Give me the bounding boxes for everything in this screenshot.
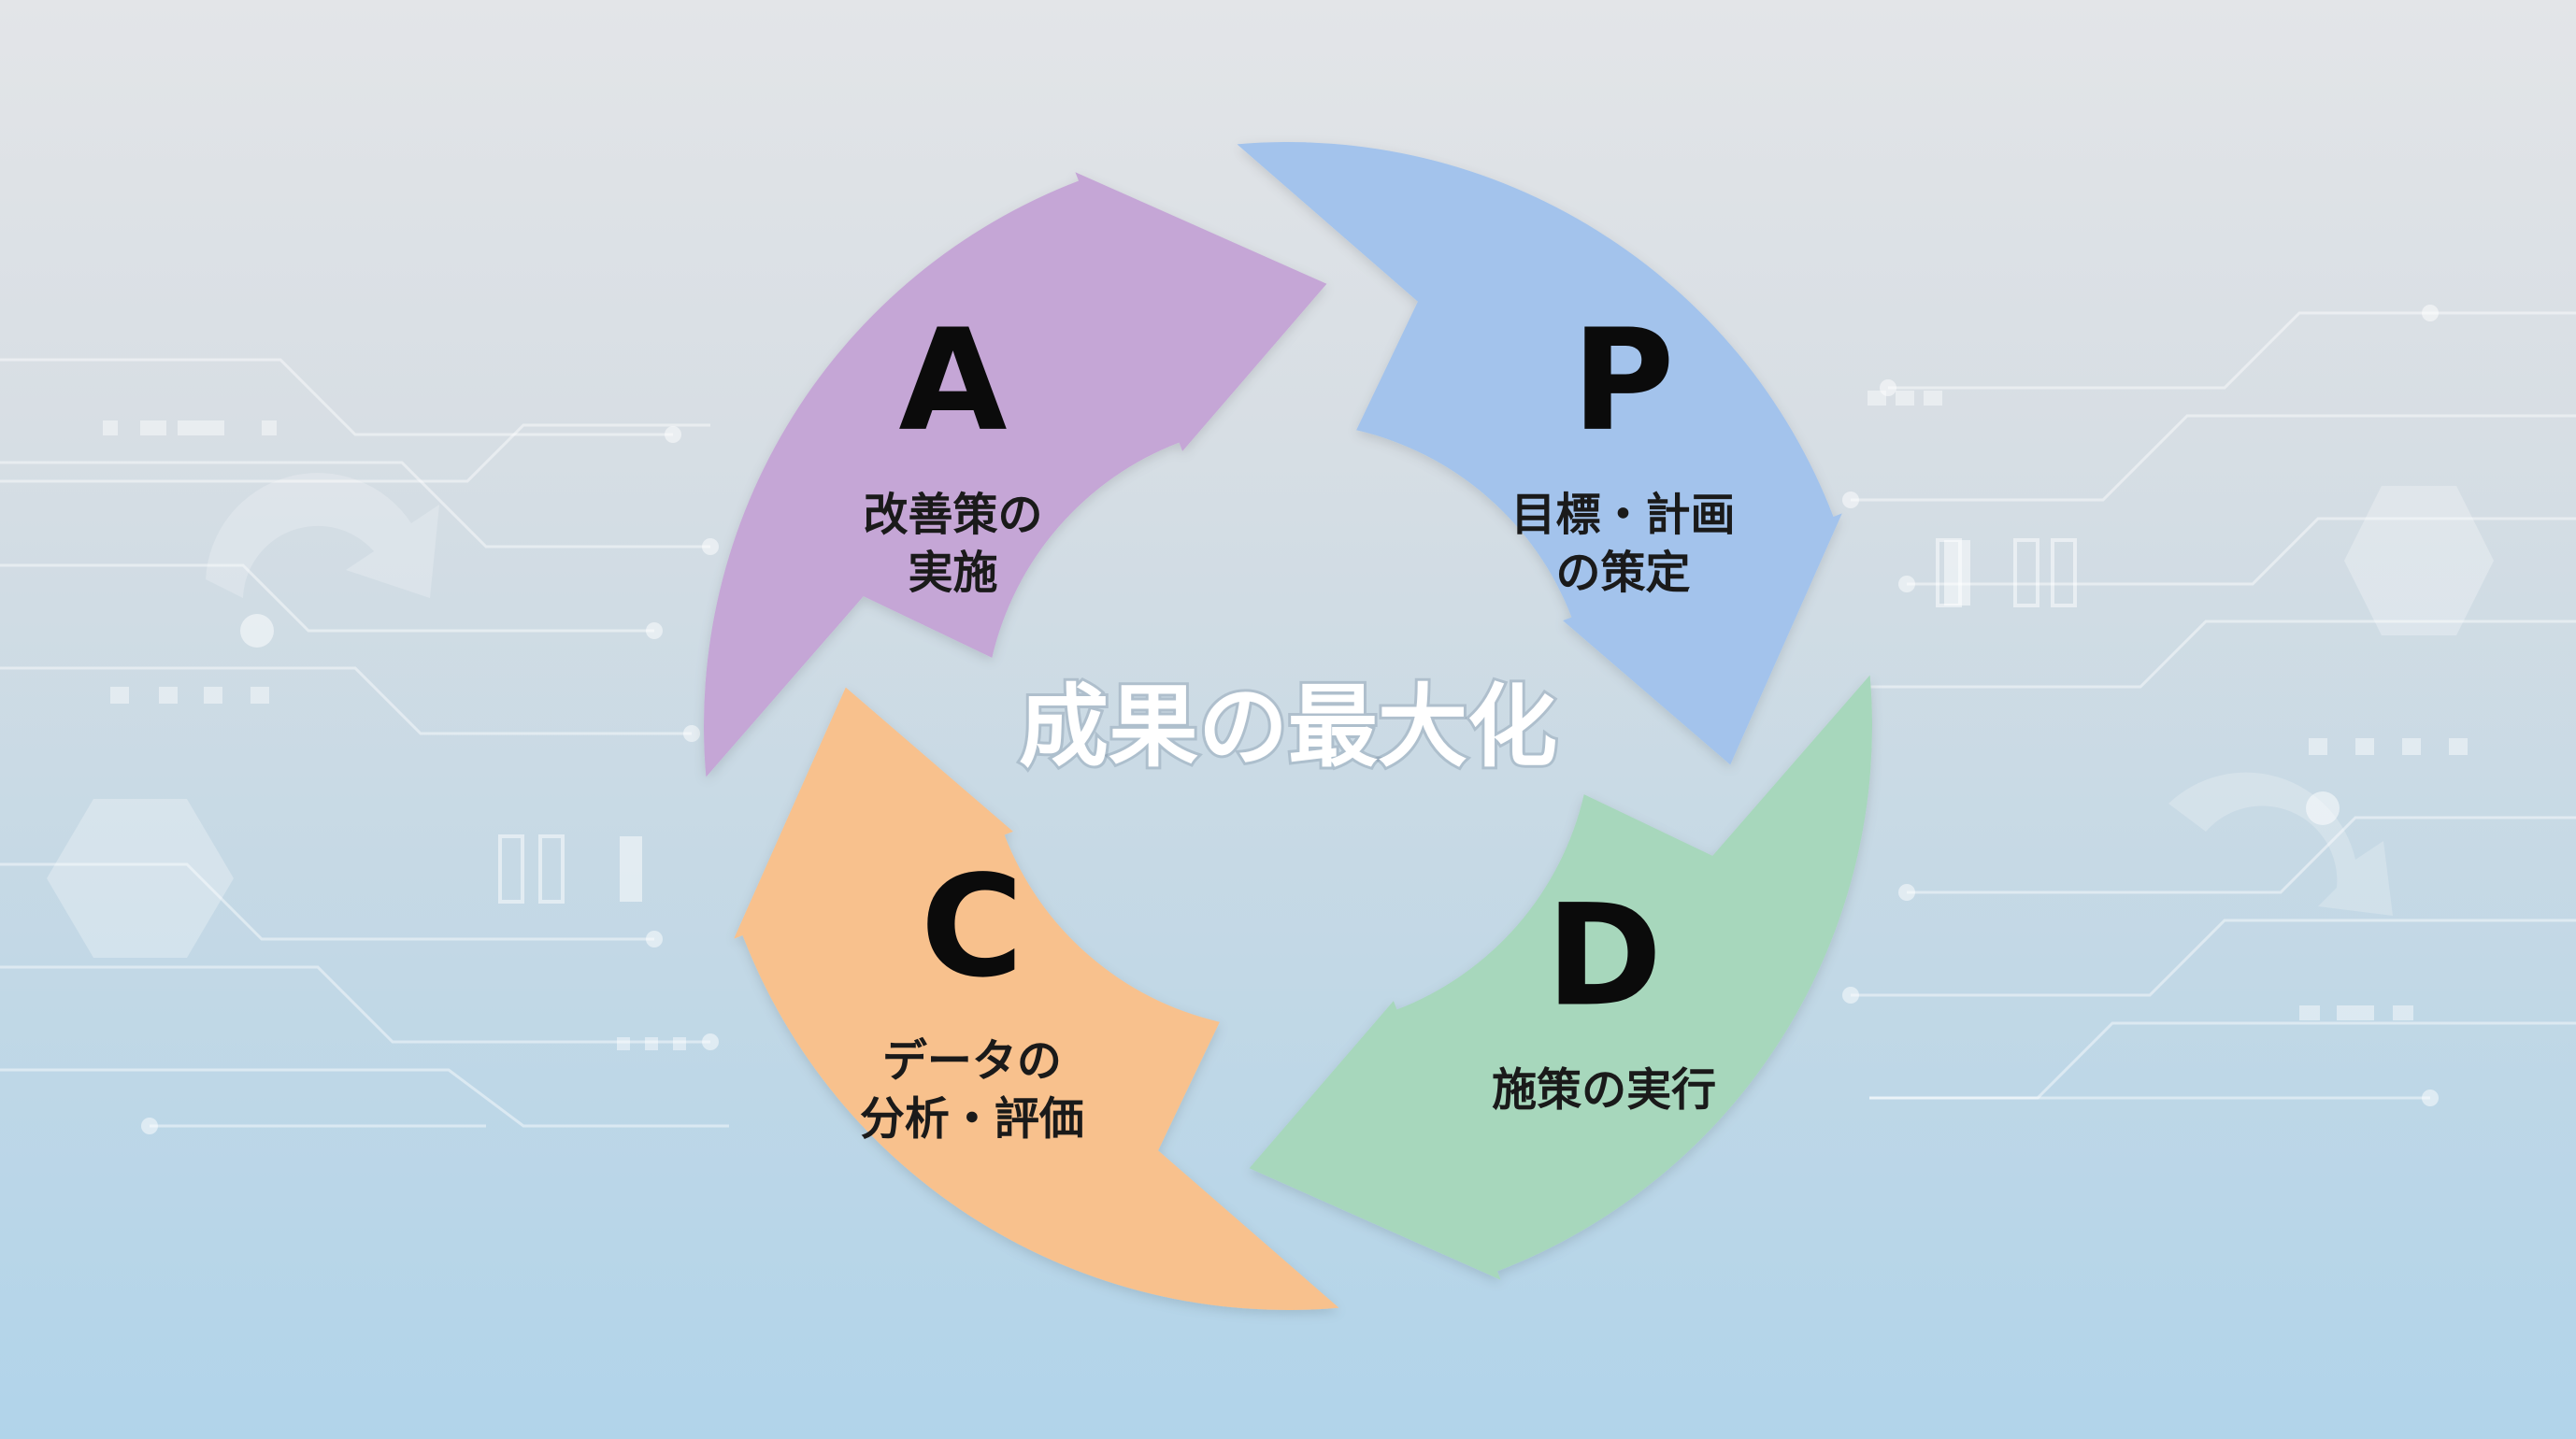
phase-desc-c-line-1: データの bbox=[882, 1034, 1062, 1087]
arrow-d bbox=[1249, 675, 1872, 1280]
center-label: 成果の最大化 bbox=[1019, 675, 1557, 779]
phase-desc-a-line-1: 改善策の bbox=[863, 489, 1042, 541]
phase-desc-p-line-1: 目標・計画 bbox=[1511, 489, 1736, 541]
phase-letter-c: C bbox=[921, 846, 1023, 1008]
phase-desc-p-line-2: の策定 bbox=[1556, 547, 1691, 599]
phase-desc-d-line-1: 施策の実行 bbox=[1492, 1063, 1716, 1116]
arrow-p bbox=[1237, 142, 1842, 765]
phase-letter-p: P bbox=[1572, 300, 1675, 463]
arrow-c bbox=[734, 687, 1339, 1310]
phase-desc-a-line-2: 実施 bbox=[908, 547, 997, 599]
phase-desc-c-line-2: 分析・評価 bbox=[860, 1092, 1084, 1145]
phase-letter-d: D bbox=[1546, 875, 1663, 1037]
arrow-a bbox=[704, 172, 1327, 777]
phase-letter-a: A bbox=[898, 300, 1007, 463]
